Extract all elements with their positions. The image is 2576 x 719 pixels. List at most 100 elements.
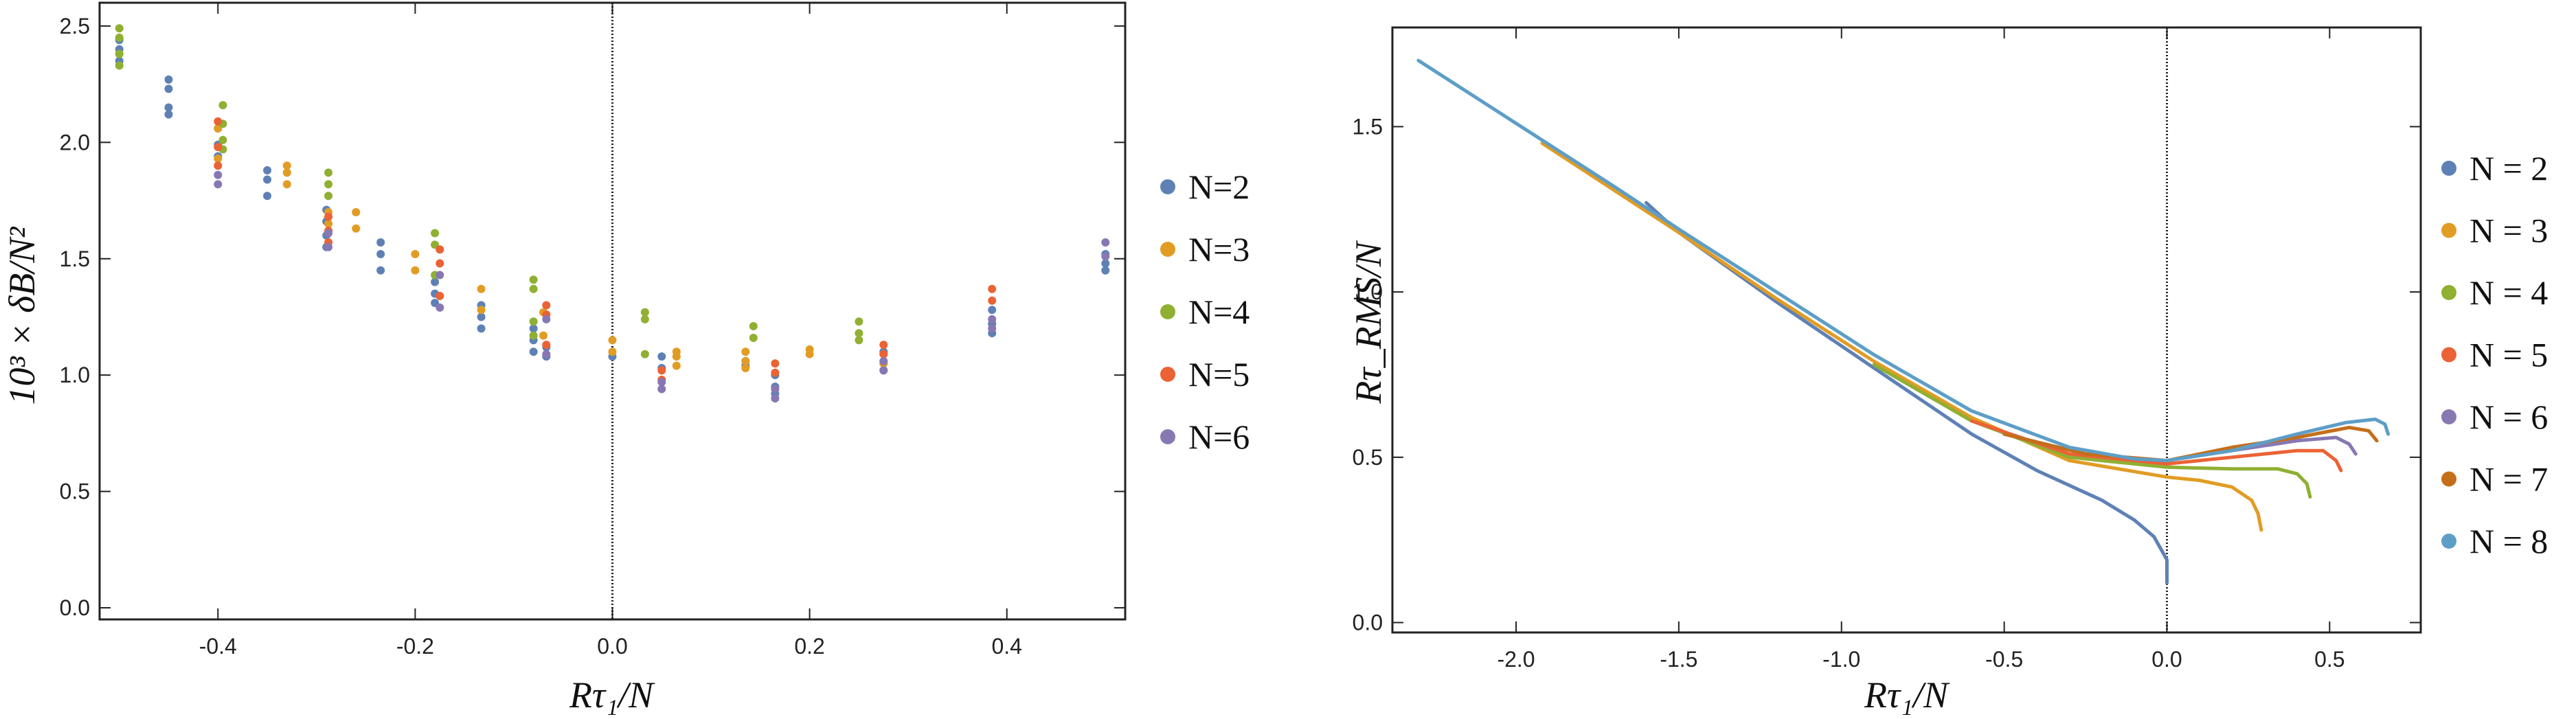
data-point (436, 271, 444, 279)
data-point (214, 161, 223, 170)
legend-swatch (2441, 534, 2456, 549)
legend-label: N = 6 (2470, 398, 2548, 436)
data-point (263, 192, 272, 201)
legend-label: N = 8 (2470, 522, 2548, 560)
data-point (477, 306, 486, 315)
x-tick-label: 0.4 (991, 634, 1021, 659)
data-point (214, 155, 223, 163)
series-line (1540, 141, 2263, 532)
data-point (988, 315, 997, 323)
data-point (115, 33, 124, 42)
x-tick-label: 0.5 (2314, 647, 2345, 672)
data-point (263, 175, 272, 184)
data-point (529, 347, 538, 356)
series-line (1645, 201, 2169, 585)
data-point (214, 117, 223, 126)
legend-swatch (2441, 161, 2456, 176)
data-point (1101, 266, 1110, 275)
data-point (879, 356, 888, 365)
data-point (657, 352, 666, 361)
data-point (282, 161, 291, 170)
legend-swatch (1160, 304, 1175, 319)
legend-swatch (2441, 471, 2456, 487)
data-point (542, 301, 551, 310)
data-point (879, 366, 888, 375)
x-axis-title: Rτ₁/N (569, 674, 655, 716)
data-point (988, 324, 997, 333)
data-point (164, 103, 173, 112)
data-point (214, 143, 223, 152)
legend-label: N = 7 (2470, 460, 2548, 499)
data-point (324, 229, 333, 238)
data-point (431, 229, 440, 238)
legend-label: N=5 (1188, 355, 1250, 393)
data-point (324, 180, 333, 189)
y-axis-title: Rτ_RMS/N (1348, 240, 1389, 404)
data-point (214, 180, 223, 189)
data-point (436, 259, 444, 268)
legend-swatch (1160, 429, 1175, 444)
legend-label: N = 2 (2470, 149, 2548, 187)
legend-swatch (2441, 285, 2456, 300)
data-point (282, 180, 291, 189)
x-tick-label: -0.5 (1985, 647, 2023, 672)
data-point (324, 168, 333, 177)
data-point (741, 364, 750, 373)
data-point (672, 352, 681, 361)
data-point (376, 238, 385, 247)
data-point (529, 324, 538, 333)
y-tick-label: 0.5 (1353, 445, 1383, 470)
data-point (741, 356, 750, 365)
data-point (529, 284, 538, 293)
data-point (988, 306, 997, 315)
data-point (771, 359, 780, 368)
data-point (988, 284, 997, 293)
legend-swatch (1160, 179, 1175, 194)
legend-label: N = 4 (2470, 273, 2548, 312)
data-point (436, 303, 444, 312)
data-point (324, 212, 333, 221)
data-point (1101, 252, 1110, 261)
y-tick-label: 1.5 (1353, 114, 1383, 139)
data-point (411, 249, 420, 258)
y-tick-label: 1.0 (60, 363, 90, 387)
y-tick-label: 0.5 (60, 479, 90, 504)
data-point (324, 242, 333, 251)
data-point (376, 266, 385, 275)
y-tick-label: 0.0 (60, 595, 90, 620)
data-point (771, 394, 780, 403)
x-tick-label: -1.5 (1660, 647, 1697, 672)
data-point (542, 315, 551, 323)
series-line (1416, 58, 2391, 463)
data-point (529, 275, 538, 284)
x-tick-label: -0.4 (199, 634, 237, 659)
legend-swatch (2441, 409, 2456, 424)
data-point (218, 101, 227, 110)
data-point (771, 368, 780, 377)
data-point (608, 336, 617, 345)
data-point (988, 296, 997, 305)
data-point (115, 49, 124, 58)
data-point (749, 322, 758, 331)
data-point (741, 347, 750, 356)
x-tick-label: 0.2 (794, 634, 824, 659)
data-point (115, 24, 124, 33)
data-point (436, 245, 444, 254)
x-tick-label: -2.0 (1497, 647, 1535, 672)
data-point (164, 110, 173, 119)
data-point (657, 366, 666, 375)
data-point (640, 308, 649, 317)
data-point (115, 61, 124, 70)
data-point (282, 168, 291, 177)
data-point (640, 350, 649, 358)
data-point (164, 84, 173, 93)
data-point (672, 361, 681, 370)
data-point (324, 219, 333, 228)
data-point (218, 135, 227, 144)
data-point (164, 75, 173, 84)
legend-label: N=3 (1188, 230, 1250, 269)
legend-label: N=2 (1188, 168, 1250, 206)
